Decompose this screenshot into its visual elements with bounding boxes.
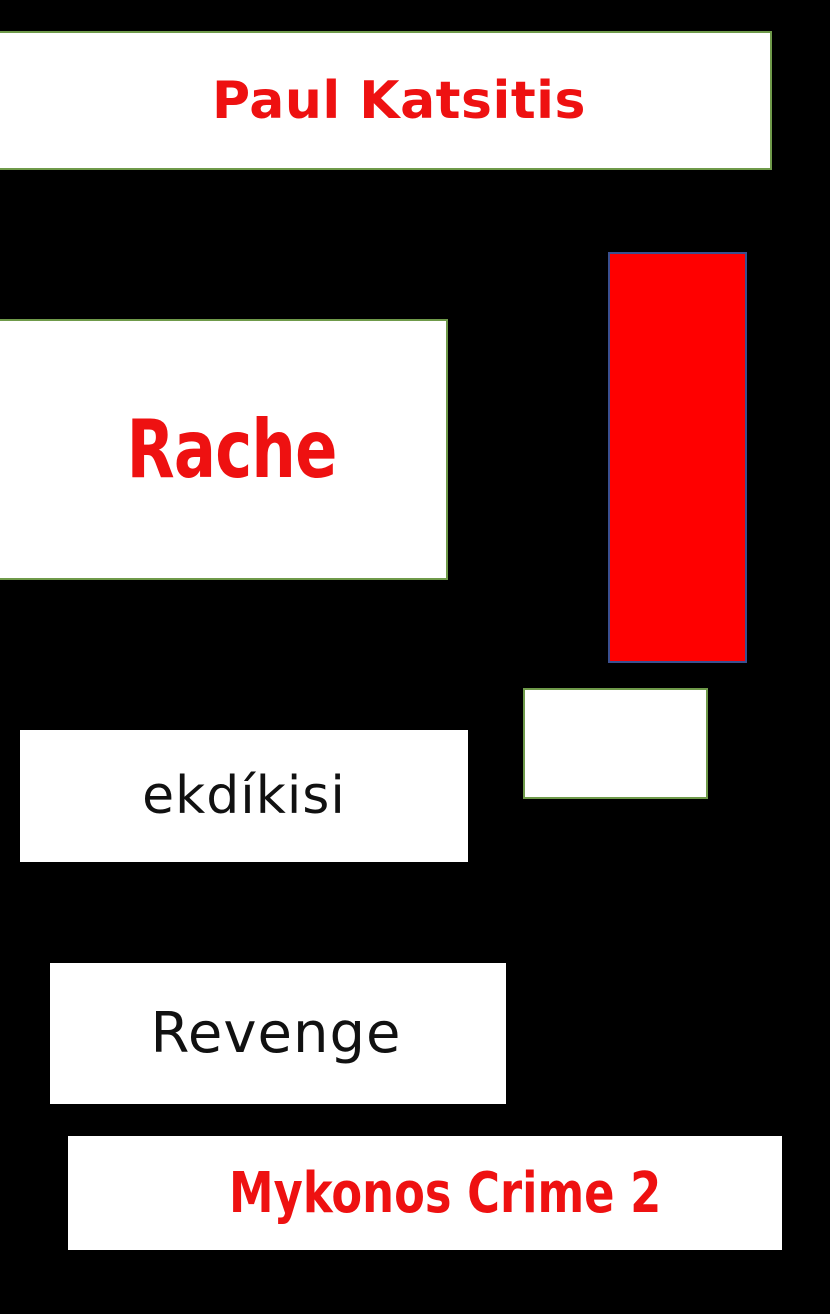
greek-subtitle: ekdíkisi — [142, 766, 346, 826]
small-white-block — [523, 688, 708, 799]
greek-subtitle-panel: ekdíkisi — [20, 730, 468, 862]
author-panel: Paul Katsitis — [0, 31, 772, 170]
series-panel: Mykonos Crime 2 — [68, 1136, 782, 1250]
red-accent-bar — [608, 252, 747, 663]
title-panel: Rache — [0, 319, 448, 580]
book-title: Rache — [127, 403, 338, 496]
series-name: Mykonos Crime 2 — [228, 1160, 662, 1226]
english-subtitle: Revenge — [150, 1001, 402, 1066]
english-subtitle-panel: Revenge — [50, 963, 506, 1104]
author-name: Paul Katsitis — [212, 70, 586, 131]
